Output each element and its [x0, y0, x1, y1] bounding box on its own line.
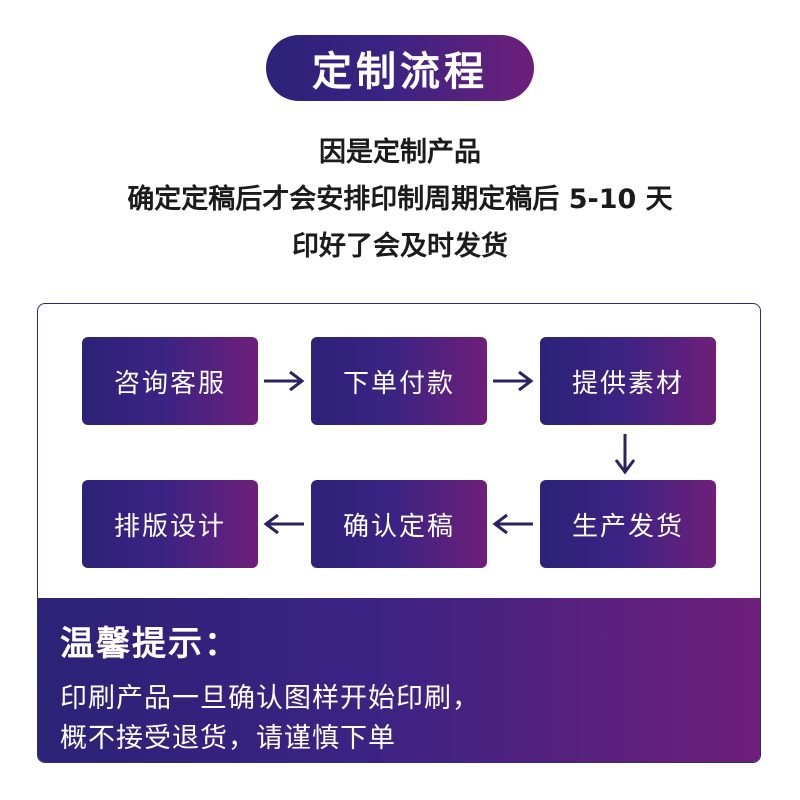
step-order-payment: 下单付款: [311, 337, 487, 425]
subtitle-line-2: 确定定稿后才会安排印制周期定稿后 5-10 天: [127, 184, 673, 215]
notice-line-1: 印刷产品一旦确认图样开始印刷，: [60, 683, 480, 714]
notice-line-2: 概不接受退货，请谨慎下单: [60, 723, 396, 754]
arrow-right-icon: [264, 370, 305, 392]
process-frame: 咨询客服 下单付款 提供素材 生产发货 确认定稿 排版设计 温馨提示： 印刷产品…: [37, 303, 761, 763]
notice-heading: 温馨提示：: [60, 624, 240, 664]
arrow-down-icon: [614, 434, 636, 475]
step-provide-materials: 提供素材: [540, 337, 716, 425]
step-production-shipping: 生产发货: [540, 480, 716, 568]
arrow-left-icon: [263, 513, 304, 535]
step-layout-design: 排版设计: [82, 480, 258, 568]
notice-panel: 温馨提示： 印刷产品一旦确认图样开始印刷， 概不接受退货，请谨慎下单: [38, 598, 760, 762]
subtitle-line-3: 印好了会及时发货: [292, 231, 508, 262]
arrow-left-icon: [492, 513, 533, 535]
step-confirm-draft: 确认定稿: [311, 480, 487, 568]
step-consult-service: 咨询客服: [82, 337, 258, 425]
subtitle-line-1: 因是定制产品: [319, 137, 481, 168]
page-title: 定制流程: [266, 35, 534, 101]
arrow-right-icon: [493, 370, 534, 392]
